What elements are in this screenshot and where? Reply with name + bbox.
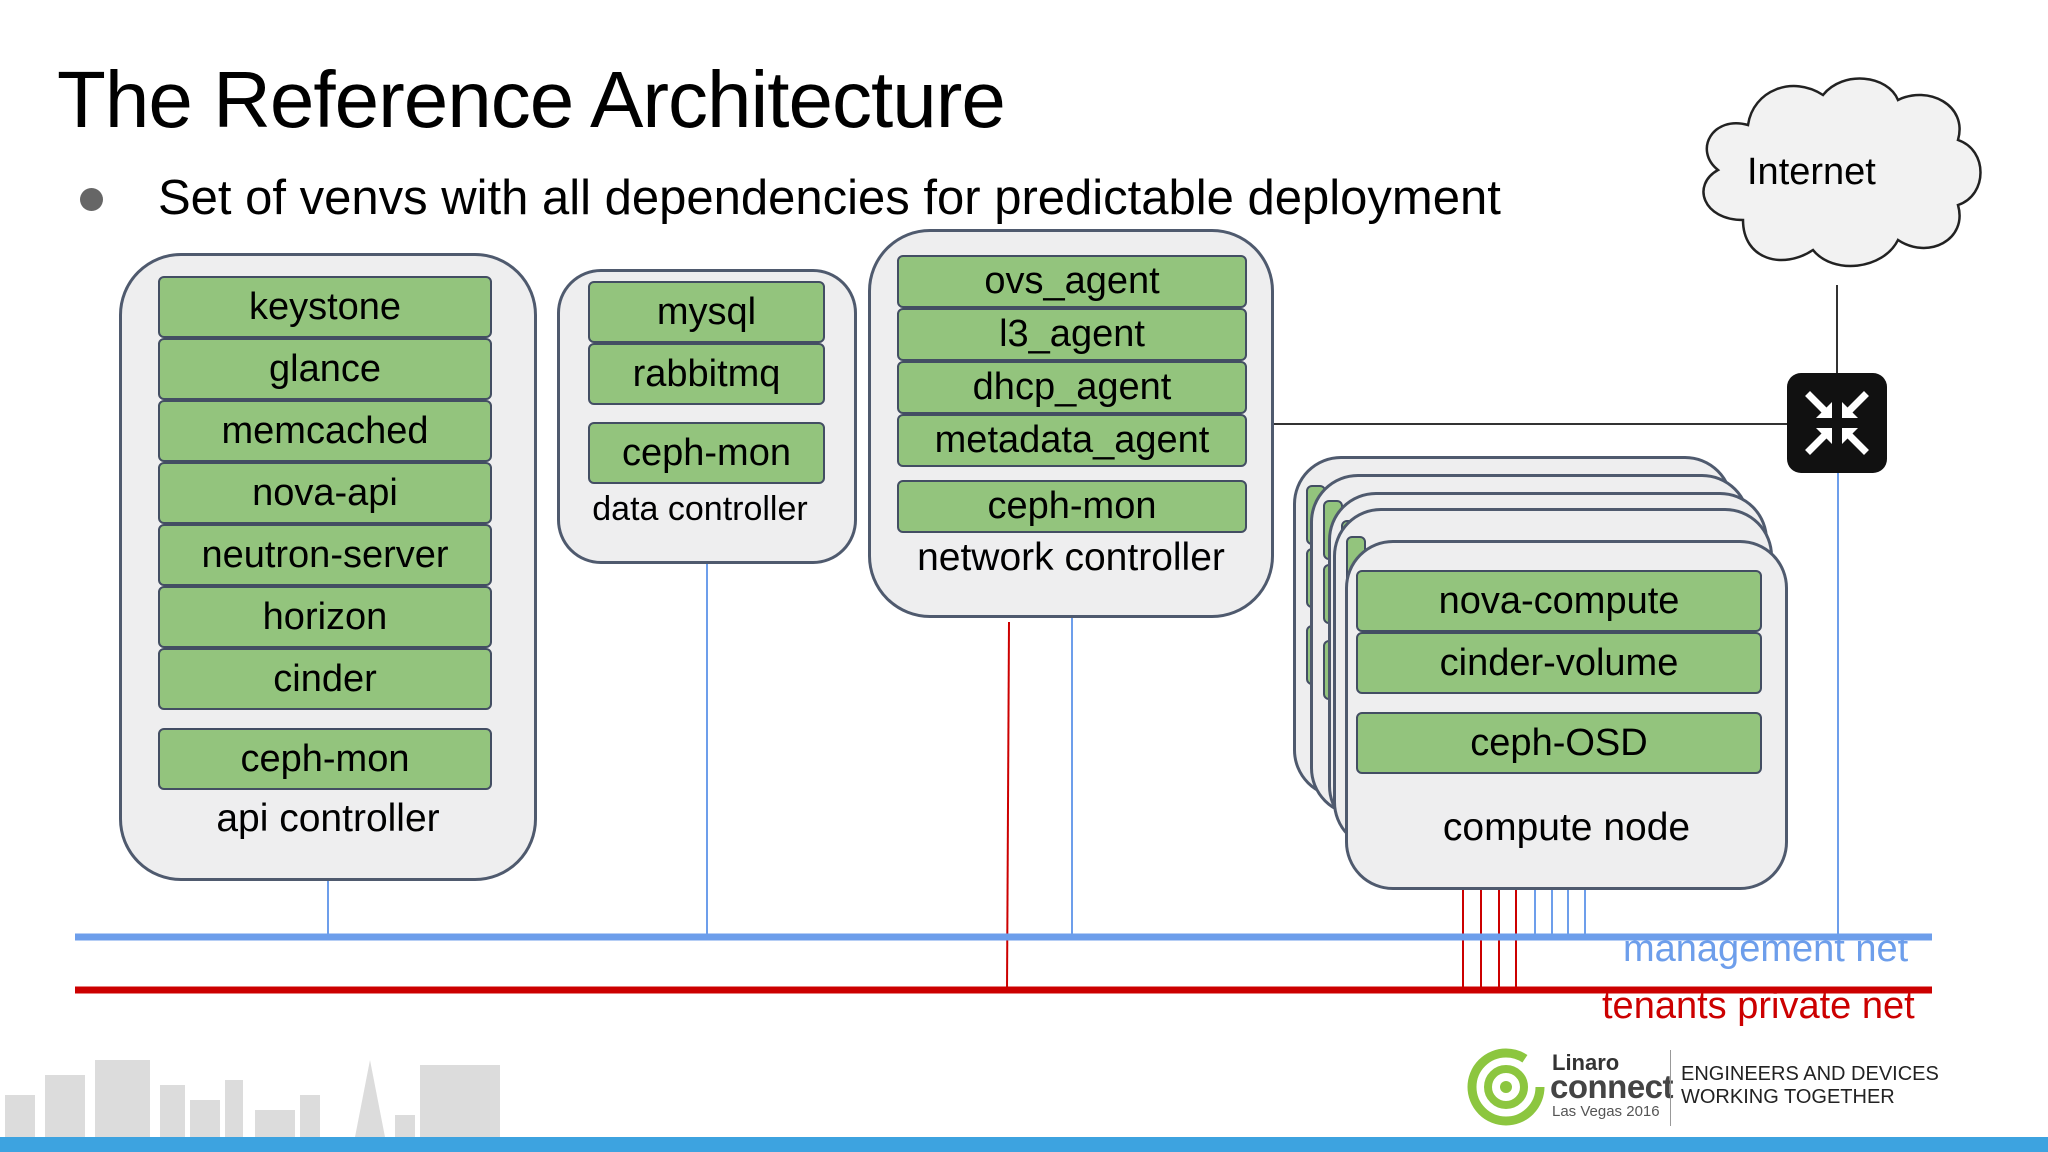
service-ovs-agent: ovs_agent — [897, 255, 1247, 308]
service-neutron-server: neutron-server — [158, 524, 492, 586]
internet-cloud-icon — [1702, 77, 1982, 268]
service-ceph-mon: ceph-mon — [897, 480, 1247, 533]
service-metadata-agent: metadata_agent — [897, 414, 1247, 467]
management-net-label: management net — [1623, 928, 1909, 970]
node-label-data-controller: data controller — [592, 490, 808, 528]
service-keystone: keystone — [158, 276, 492, 338]
footer-bar — [0, 1137, 2048, 1152]
service-dhcp-agent: dhcp_agent — [897, 361, 1247, 414]
tagline-line-2: WORKING TOGETHER — [1681, 1086, 1895, 1108]
service-nova-api: nova-api — [158, 462, 492, 524]
service-nova-compute: nova-compute — [1356, 570, 1762, 632]
internet-label: Internet — [1747, 151, 1876, 193]
footer-divider — [1670, 1050, 1671, 1126]
las-vegas-skyline-icon — [5, 1060, 500, 1137]
service-cinder-volume: cinder-volume — [1356, 632, 1762, 694]
service-l3-agent: l3_agent — [897, 308, 1247, 361]
router-icon — [1787, 373, 1887, 473]
linaro-logo-icon — [1467, 1048, 1545, 1126]
tenants-net-label: tenants private net — [1602, 985, 1915, 1027]
service-mysql: mysql — [588, 281, 825, 343]
service-horizon: horizon — [158, 586, 492, 648]
service-memcached: memcached — [158, 400, 492, 462]
service-glance: glance — [158, 338, 492, 400]
service-ceph-mon: ceph-mon — [158, 728, 492, 790]
slide-title: The Reference Architecture — [57, 55, 1006, 144]
bullet-text: Set of venvs with all dependencies for p… — [158, 171, 1501, 225]
router-arrows-icon — [1805, 391, 1869, 455]
node-label-api-controller: api controller — [216, 797, 440, 840]
service-ceph-osd: ceph-OSD — [1356, 712, 1762, 774]
service-ceph-mon: ceph-mon — [588, 422, 825, 484]
bullet-dot — [80, 188, 103, 211]
node-label-compute-node: compute node — [1442, 806, 1691, 849]
service-rabbitmq: rabbitmq — [588, 343, 825, 405]
node-label-network-controller: network controller — [917, 536, 1225, 579]
tagline-line-1: ENGINEERS AND DEVICES — [1681, 1063, 1939, 1085]
linaro-brand: Linaro — [1552, 1050, 1620, 1075]
event-place: Las Vegas 2016 — [1552, 1103, 1660, 1120]
service-cinder: cinder — [158, 648, 492, 710]
network-controller-tenant-line — [1006, 621, 1010, 991]
linaro-connect: connect — [1550, 1068, 1674, 1105]
